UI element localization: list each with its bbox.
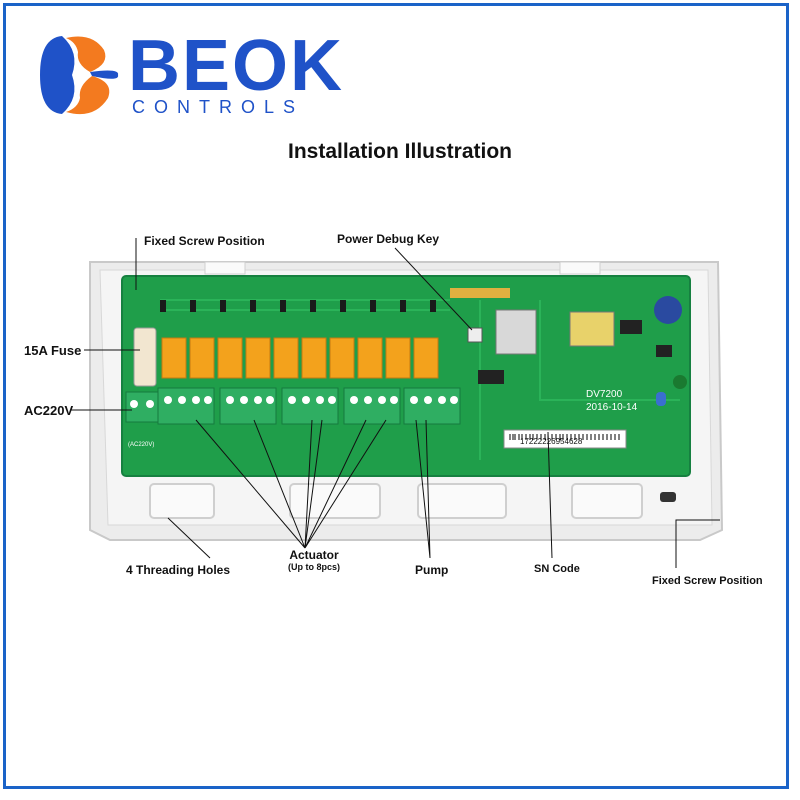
label-threading-holes: 4 Threading Holes	[126, 563, 231, 577]
board-ac-mark: (AC220V)	[128, 442, 154, 448]
screw-hole-bottom	[660, 492, 676, 502]
label-ac220v: AC220V	[24, 403, 74, 418]
board-date: 2016-10-14	[586, 402, 638, 413]
image-frame	[3, 3, 789, 789]
beok-logo	[32, 28, 362, 123]
power-debug-key	[467, 327, 483, 343]
label-power-debug-key: Power Debug Key	[337, 232, 440, 246]
fuse	[133, 327, 157, 387]
threading-hole-3	[417, 483, 507, 519]
capacitor	[654, 296, 682, 324]
label-fuse: 15A Fuse	[24, 343, 82, 358]
threading-hole-1	[149, 483, 215, 519]
terminal-screws	[130, 396, 458, 408]
module	[495, 309, 537, 355]
label-actuator: Actuator (Up to 8pcs)	[288, 548, 340, 572]
antenna-coil	[450, 288, 510, 298]
barcode	[509, 434, 620, 440]
label-actuator-note: (Up to 8pcs)	[288, 562, 341, 572]
label-pump: Pump	[415, 563, 449, 577]
label-fixed-screw-bottom: Fixed Screw Position	[652, 575, 763, 587]
pcb-board	[121, 275, 691, 477]
relay-bank	[161, 337, 439, 379]
transformer	[569, 311, 615, 347]
brand-tagline: CONTROLS	[132, 97, 305, 117]
label-fixed-screw-top: Fixed Screw Position	[144, 234, 265, 248]
pointer-lines	[70, 238, 720, 568]
terminal-blocks	[125, 387, 461, 425]
page-title: Installation Illustration	[287, 140, 513, 163]
board-model: DV7200	[586, 389, 623, 400]
brand-name: BEOK	[128, 26, 345, 106]
chip	[478, 370, 504, 384]
label-sn-code: SN Code	[534, 563, 580, 575]
board-serial: 17222226954628	[520, 437, 583, 446]
label-actuator-text: Actuator	[289, 548, 339, 562]
threading-hole-4	[571, 483, 643, 519]
beok-logo-icon	[40, 36, 119, 115]
